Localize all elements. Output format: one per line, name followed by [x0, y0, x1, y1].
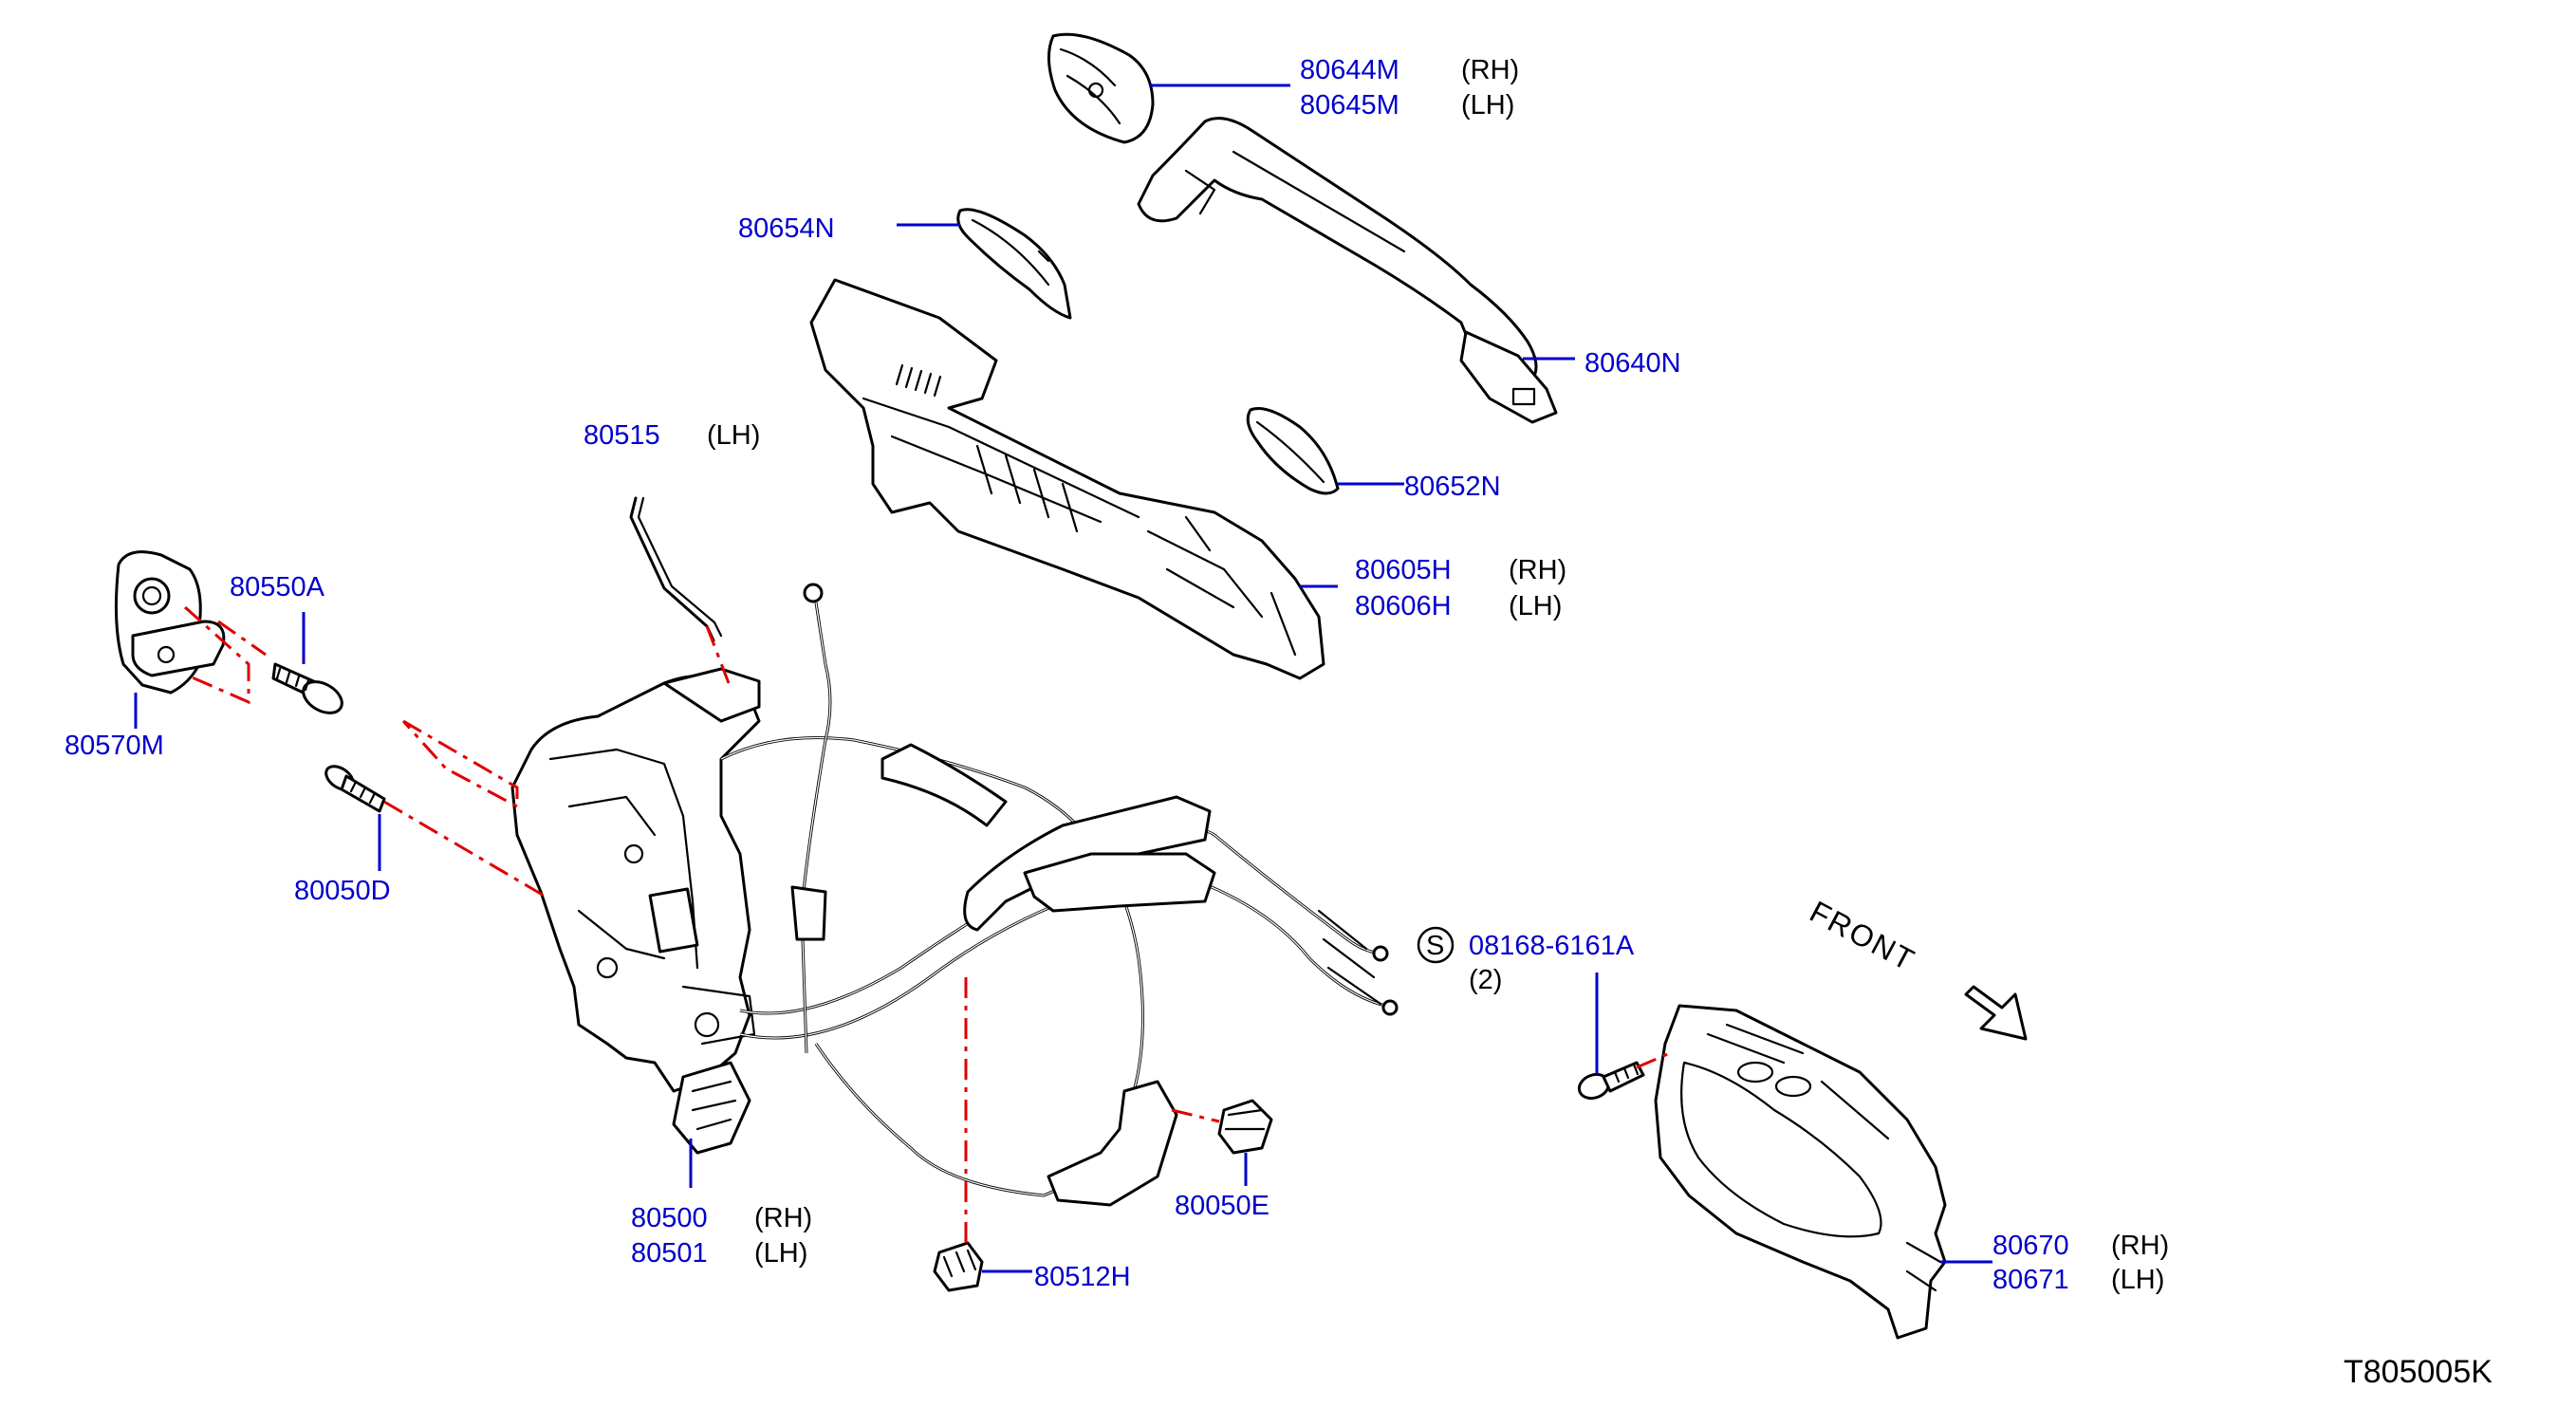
clip-80050e-drawing	[1217, 1099, 1273, 1155]
gasket-front-drawing	[956, 208, 1072, 320]
lock-rod-drawing	[629, 496, 723, 642]
cables-drawing	[720, 583, 1399, 1207]
striker-drawing	[114, 550, 226, 695]
callout-80606h: 80606H	[1355, 591, 1452, 621]
handle-bracket-drawing	[809, 278, 1325, 680]
callout-08168-qty: (2)	[1469, 965, 1502, 995]
callout-80605h-side: (RH)	[1509, 555, 1566, 585]
callout-80654n: 80654N	[738, 213, 835, 244]
callout-80501: 80501	[631, 1238, 708, 1269]
gasket-rear-drawing	[1246, 407, 1340, 495]
front-label: FRONT	[1805, 894, 1921, 977]
callout-08168-symbol: S	[1426, 931, 1444, 961]
callout-80670: 80670	[1992, 1231, 2069, 1261]
handle-cap-drawing	[1047, 32, 1155, 144]
callout-80670-side: (RH)	[2111, 1231, 2169, 1261]
callout-80645m: 80645M	[1300, 90, 1399, 120]
callout-80652n: 80652N	[1404, 472, 1501, 502]
callout-80515-side: (LH)	[707, 420, 760, 451]
callout-80644m-side: (RH)	[1461, 55, 1519, 85]
callout-80501-side: (LH)	[754, 1238, 807, 1269]
front-arrow-icon	[1964, 985, 2028, 1041]
callout-80606h-side: (LH)	[1509, 591, 1562, 621]
callout-80570m: 80570M	[65, 731, 164, 761]
callout-80500: 80500	[631, 1203, 708, 1233]
callout-80050e: 80050E	[1175, 1191, 1269, 1221]
symbol-s-circle	[1417, 926, 1455, 964]
clip-80512h-drawing	[933, 1241, 984, 1292]
screw-80550a-drawing	[271, 662, 343, 714]
door-lock-actuator-drawing	[510, 667, 761, 1155]
callout-80645m-side: (LH)	[1461, 90, 1514, 120]
inside-handle-drawing	[1654, 1004, 1947, 1340]
screw-80050d-drawing	[324, 765, 386, 813]
callout-80671-side: (LH)	[2111, 1265, 2164, 1295]
leader-lines	[134, 83, 1992, 1273]
callout-80515: 80515	[584, 420, 660, 451]
callout-80500-side: (RH)	[754, 1203, 812, 1233]
callout-80644m: 80644M	[1300, 55, 1399, 85]
callout-80050d: 80050D	[294, 876, 391, 906]
callout-80550a: 80550A	[230, 572, 325, 602]
diagram-id: T805005K	[2344, 1354, 2493, 1390]
callout-80512h: 80512H	[1034, 1262, 1131, 1292]
callout-80605h: 80605H	[1355, 555, 1452, 585]
reference-lines	[183, 605, 1671, 1243]
callout-08168-6161a: 08168-6161A	[1469, 931, 1635, 961]
outside-handle-drawing	[1137, 117, 1558, 424]
bolt-08168-drawing	[1577, 1061, 1645, 1101]
callout-80671: 80671	[1992, 1265, 2069, 1295]
callout-80640n: 80640N	[1585, 348, 1681, 379]
